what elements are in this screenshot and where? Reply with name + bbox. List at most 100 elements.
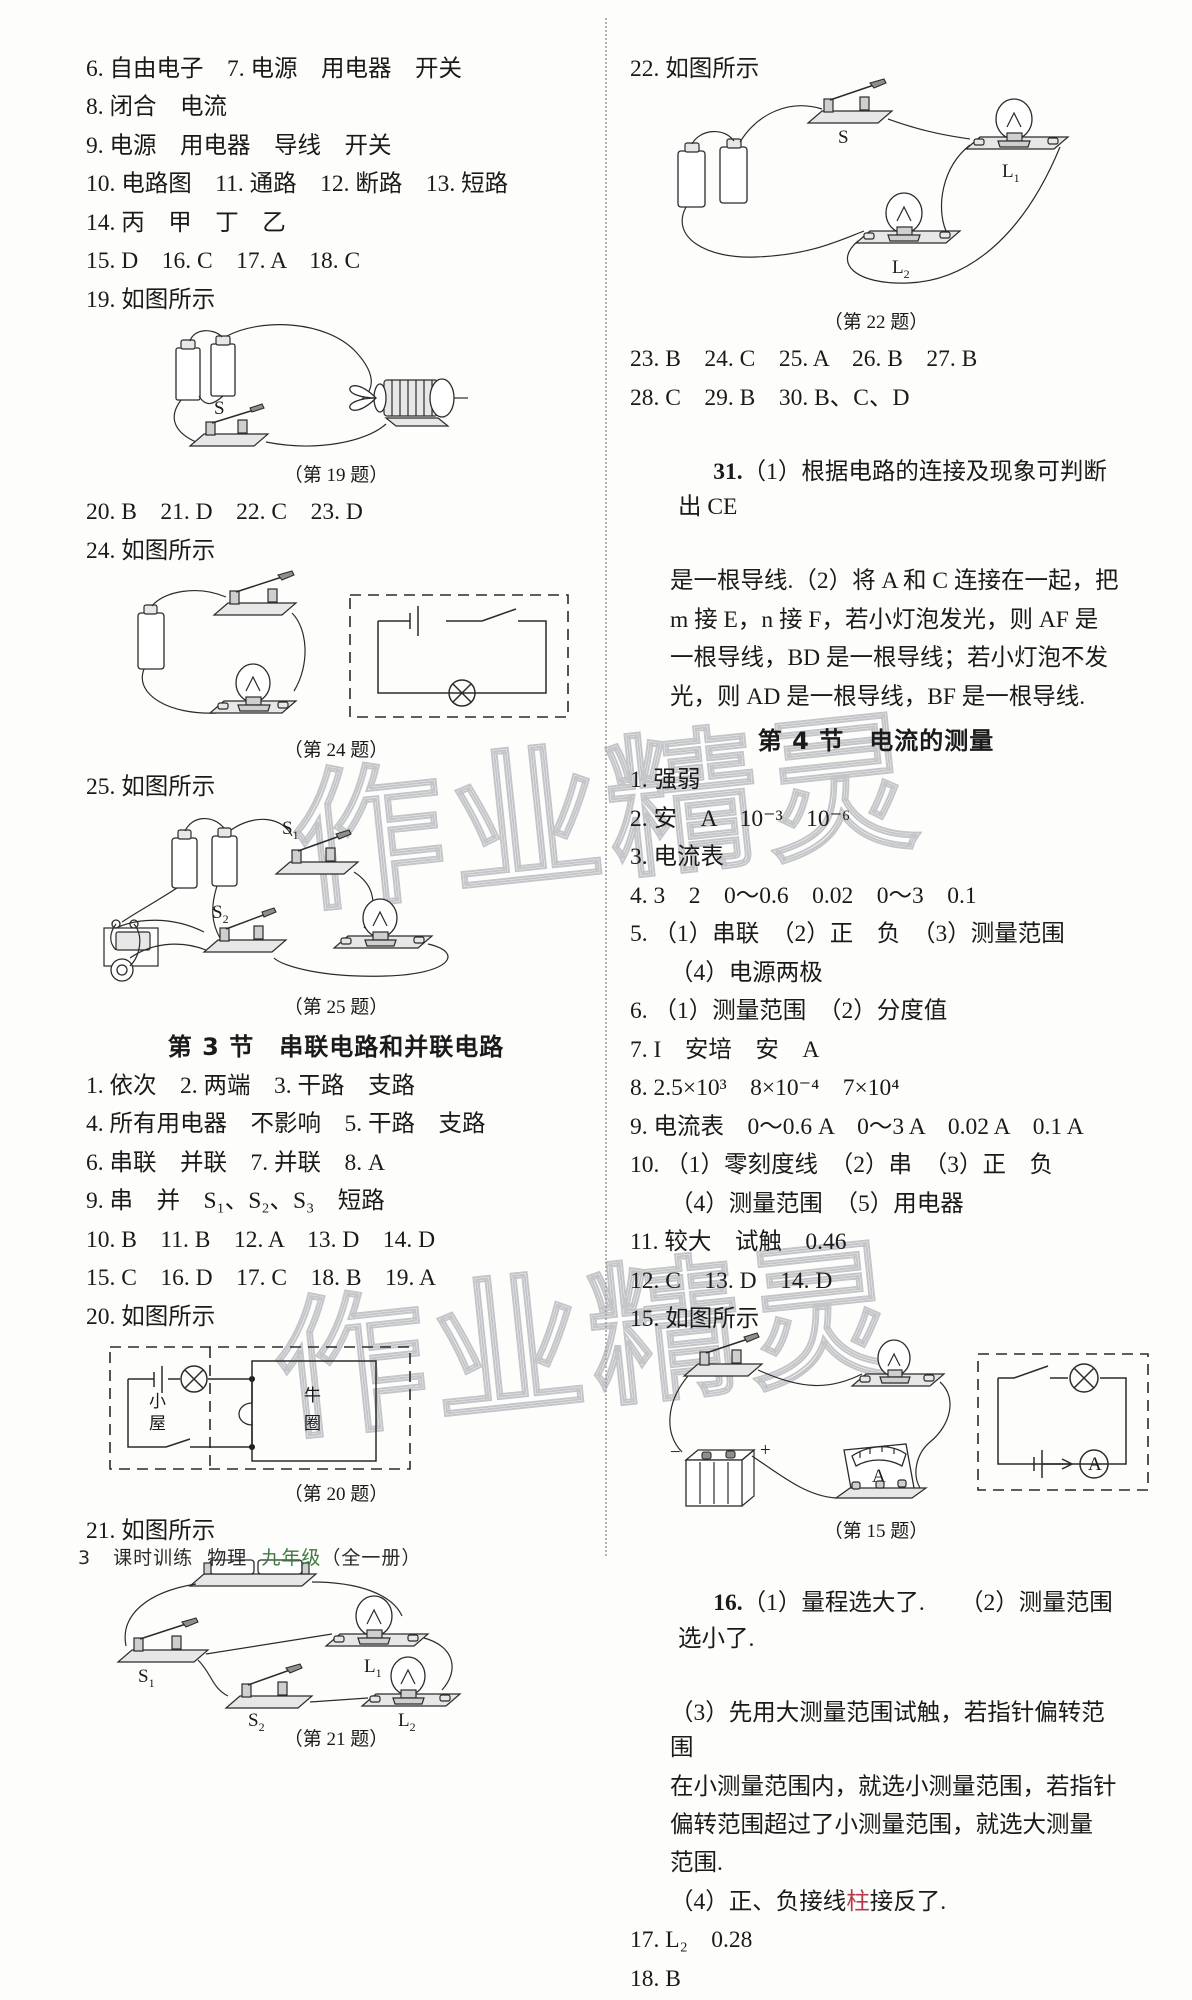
answer-line: 21. 如图所示	[86, 1518, 216, 1545]
answer-line: 5. （1）串联 （2）正 负 （3）测量范围	[630, 921, 1065, 948]
answer-31-line2: 是一根导线.（2）将 A 和 C 连接在一起，把	[670, 568, 1119, 595]
answer-line: 25. 如图所示	[86, 774, 216, 801]
page-footer: 3 课时训练 物理 九年级（全一册）	[78, 1543, 421, 1570]
answer-line: 14. 丙 甲 丁 乙	[86, 209, 286, 236]
answer-line: 6. （1）测量范围 （2）分度值	[630, 998, 948, 1025]
answer-line: 6. 自由电子 7. 电源 用电器 开关	[86, 56, 462, 82]
answer-line: 18. B	[630, 1965, 681, 1992]
answer-key-page: 作业精灵 作业精灵 6. 自由电子 7. 电源 用电器 开关 8. 闭合 电流 …	[78, 18, 1149, 1992]
answer-line: 2. 安 A 10⁻³ 10⁻⁶	[630, 805, 851, 832]
lamp	[208, 663, 298, 714]
answer-16-line6: （4）正、负接线柱接反了.	[630, 1885, 1122, 1920]
battery-pack	[188, 1559, 318, 1587]
switch-s: S	[806, 78, 894, 148]
figure-15-caption: （第 15 题）	[823, 1520, 929, 1542]
figure-24	[86, 570, 586, 733]
answer-line: 8. 闭合 电流	[86, 94, 227, 121]
page-number: 3	[78, 1547, 92, 1569]
answer-16-l6a: （4）正、负接线	[670, 1888, 847, 1915]
figure-15: − +	[630, 1331, 1149, 1514]
answer-line: 24. 如图所示	[86, 537, 216, 564]
answer-line: 9. 串 并 S₁、S₂、S₃ 短路	[86, 1188, 385, 1215]
answer-line: 15. 如图所示	[630, 1306, 760, 1333]
svg-text:L1: L1	[364, 1656, 382, 1680]
figure-19-caption: （第 19 题）	[283, 465, 389, 487]
svg-text:S1: S1	[282, 818, 299, 842]
answer-line: 28. C 29. B 30. B、C、D	[630, 384, 910, 411]
svg-text:S2: S2	[212, 902, 229, 926]
switch-s: S	[188, 398, 270, 447]
ammeter: A	[834, 1442, 928, 1499]
figure-19: S	[86, 322, 586, 458]
motor	[349, 378, 468, 427]
figure-21: S1 L1	[86, 1554, 586, 1734]
answer-line: 15. C 16. D 17. C 18. B 19. A	[86, 1265, 436, 1292]
figure-25: S1	[86, 810, 586, 990]
figure-22: S L1	[630, 78, 1122, 305]
answer-line: 9. 电源 用电器 导线 开关	[86, 132, 392, 159]
svg-text:A: A	[1088, 1454, 1102, 1475]
answer-line: 10. （1）零刻度线 （2）串 （3）正 负	[630, 1152, 1053, 1179]
left-column: 6. 自由电子 7. 电源 用电器 开关 8. 闭合 电流 9. 电源 用电器 …	[86, 52, 586, 1759]
answer-line: 3. 电流表	[630, 844, 724, 871]
component-box	[103, 919, 159, 982]
answer-line: 20. B 21. D 22. C 23. D	[86, 499, 363, 526]
lamp-l1: L1	[964, 98, 1070, 185]
footer-volume: （全一册）	[321, 1547, 422, 1569]
answer-16-highlight: 柱	[846, 1888, 870, 1915]
svg-text:小: 小	[149, 1392, 166, 1412]
footer-grade: 九年级	[261, 1547, 322, 1569]
figure-22-caption: （第 22 题）	[823, 312, 929, 334]
answer-line: 10. B 11. B 12. A 13. D 14. D	[86, 1226, 436, 1253]
switch	[682, 1331, 764, 1377]
answer-16-line2: （3）先用大测量范围试触，若指针偏转范围	[670, 1699, 1105, 1762]
answer-16-line1: 16.（1）量程选大了. （2）测量范围选小了.	[630, 1551, 1122, 1693]
answer-line: 9. 电流表 0～0.6 A 0～3 A 0.02 A 0.1 A	[630, 1113, 1084, 1140]
answer-line: 6. 串联 并联 7. 并联 8. A	[86, 1149, 385, 1176]
svg-text:L1: L1	[1002, 161, 1020, 185]
svg-text:S: S	[214, 398, 225, 419]
svg-text:S: S	[838, 127, 849, 148]
switch	[212, 570, 298, 616]
switch-s1: S1	[274, 818, 360, 875]
answer-line: 15. D 16. C 17. A 18. C	[86, 248, 361, 275]
answer-line: 12. C 13. D 14. D	[630, 1267, 833, 1294]
answer-16-line4: 偏转范围超过了小测量范围，就选大测量	[670, 1811, 1093, 1838]
lamp	[850, 1338, 946, 1387]
figure-20-caption: （第 20 题）	[283, 1484, 389, 1506]
footer-subject: 物理	[207, 1547, 248, 1569]
answer-31-line4: 一根导线，BD 是一根导线；若小灯泡不发	[670, 645, 1109, 672]
figure-20: 小 屋 牛 圈	[86, 1339, 586, 1477]
answer-line: 8. 2.5×10³ 8×10⁻⁴ 7×10⁴	[630, 1075, 900, 1102]
answer-line: 4. 3 2 0～0.6 0.02 0～3 0.1	[630, 882, 977, 909]
answer-line: 11. 较大 试触 0.46	[630, 1229, 847, 1256]
answer-line: 22. 如图所示	[630, 56, 760, 82]
battery-pack: − +	[670, 1440, 771, 1507]
svg-text:−: −	[670, 1442, 681, 1463]
answer-16-text: （1）量程选大了. （2）测量范围选小了.	[678, 1590, 1113, 1652]
answer-line: （4）电源两极	[670, 959, 823, 986]
answer-31-line3: m 接 E，n 接 F，若小灯泡发光，则 AF 是	[670, 606, 1099, 633]
answer-line: 17. L₂ 0.28	[630, 1927, 753, 1954]
svg-text:S1: S1	[138, 1666, 155, 1690]
figure-25-caption: （第 25 题）	[283, 996, 389, 1018]
answer-31-line5: 光，则 AD 是一根导线，BF 是一根导线.	[670, 683, 1086, 710]
section-4-title: 第 4 节 电流的测量	[757, 727, 995, 756]
answer-line: 23. B 24. C 25. A 26. B 27. B	[630, 346, 978, 373]
figure-21-caption: （第 21 题）	[283, 1728, 389, 1750]
answer-line: 10. 电路图 11. 通路 12. 断路 13. 短路	[86, 171, 509, 198]
svg-text:+: +	[760, 1440, 771, 1461]
lamp	[332, 898, 434, 949]
answer-line: 4. 所有用电器 不影响 5. 干路 支路	[86, 1111, 486, 1138]
section-3-title: 第 3 节 串联电路和并联电路	[167, 1032, 505, 1061]
footer-book: 课时训练	[113, 1547, 194, 1569]
answer-line: 7. I 安培 安 A	[630, 1036, 820, 1063]
svg-text:屋: 屋	[149, 1414, 166, 1434]
answer-line: （4）测量范围 （5）用电器	[670, 1190, 964, 1217]
answer-31-text: （1）根据电路的连接及现象可判断出 CE	[678, 458, 1107, 521]
svg-text:牛: 牛	[304, 1386, 321, 1406]
answer-line: 19. 如图所示	[86, 286, 216, 313]
answer-16-l6c: 接反了.	[869, 1888, 947, 1915]
answer-line: 1. 强弱	[630, 767, 701, 794]
svg-text:L2: L2	[892, 257, 910, 281]
